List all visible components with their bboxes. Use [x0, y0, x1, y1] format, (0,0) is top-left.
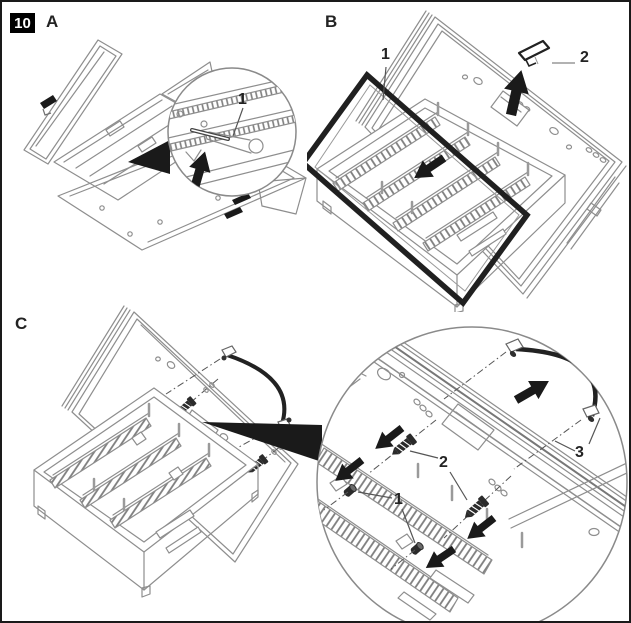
handle-part [221, 345, 292, 430]
callout-b2: 2 [580, 49, 589, 66]
washer-dot [209, 382, 215, 388]
callout-c1: 1 [394, 491, 403, 508]
panel-c-illustration [33, 305, 628, 621]
washer-dot [271, 449, 277, 455]
panel-b-illustration [307, 10, 627, 312]
back-panel-drawing [355, 10, 627, 299]
seal-frame-part [307, 70, 531, 308]
callout-b1: 1 [381, 46, 390, 63]
section-label-b: B [325, 12, 338, 31]
detail-magnifier-circle [316, 326, 628, 621]
latch-clip-part [40, 95, 57, 109]
section-label-a: A [46, 12, 59, 31]
zoom-pointer-triangle [202, 422, 322, 462]
retainer-clip-part [517, 39, 551, 68]
callout-a1: 1 [238, 91, 247, 108]
callout-leader-lines [357, 417, 601, 544]
magnifier-detail-content [168, 75, 296, 194]
callout-c2: 2 [439, 454, 448, 471]
washer-dot [203, 387, 209, 393]
callout-c3: 3 [575, 444, 584, 461]
zoom-pointer-triangle [128, 140, 170, 174]
callout-leader-line [382, 66, 387, 101]
section-label-c: C [15, 314, 28, 333]
step-number-badge: 10 [10, 13, 35, 33]
panel-a-illustration [23, 39, 307, 251]
callout-leader-line [232, 107, 244, 137]
axis-dash-dot-line [165, 358, 221, 395]
organizer-tray-drawing [33, 387, 259, 598]
